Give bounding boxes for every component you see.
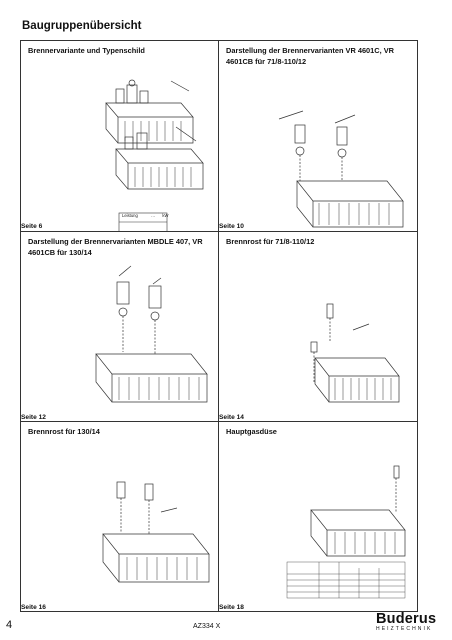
cell-title: Brennrost für 71/8-110/12: [226, 237, 315, 246]
logo-name: Buderus: [376, 611, 437, 627]
nameplate-unit: kW: [162, 213, 169, 218]
cell-title: Brennervariante und Typenschild: [28, 46, 145, 55]
cell-brennervarianten-mbdle407: Darstellung der Brennervarianten MBDLE 4…: [21, 232, 218, 422]
document-code: AZ334 X: [193, 623, 221, 630]
burner-variant-drawing: Kesselspezifikation Fan: A ... Fan: B ..…: [105, 79, 204, 231]
buderus-logo: Buderus HEIZTECHNIK: [376, 611, 446, 632]
page-number: 4: [6, 619, 13, 631]
seite-ref: Seite 12: [21, 414, 46, 421]
cell-title: Brennrost für 130/14: [28, 427, 100, 436]
cell-title: Hauptgasdüse: [226, 427, 277, 436]
cell-brennervarianten-vr4601: Darstellung der Brennervarianten VR 4601…: [219, 41, 416, 231]
burner-grate-71-110-drawing: [310, 303, 400, 403]
nameplate-leistung: Leistung … kW: [122, 213, 169, 218]
seite-ref: Seite 18: [219, 604, 244, 611]
cell-brennrost-71-110: Brennrost für 71/8-110/12 Seite 14: [219, 232, 416, 422]
logo-subtitle: HEIZTECHNIK: [376, 626, 433, 632]
burner-grate-130-drawing: [102, 481, 210, 583]
grid-divider: [21, 231, 417, 232]
cell-brennrost-130: Brennrost für 130/14 Seite 16: [21, 422, 218, 612]
grid-divider: [218, 41, 219, 611]
seite-ref: Seite 10: [219, 223, 244, 230]
seite-ref: Seite 14: [219, 414, 244, 421]
cell-hauptgasduese: Hauptgasdüse: [219, 422, 416, 612]
burner-mbdle407-drawing: [95, 265, 208, 403]
page-title: Baugruppenübersicht: [22, 20, 142, 32]
seite-ref: Seite 16: [21, 604, 46, 611]
seite-ref: Seite 6: [21, 223, 43, 230]
cell-brennervariante-typenschild: Brennervariante und Typenschild: [21, 41, 218, 231]
cell-title: Darstellung der Brennervarianten VR 4601…: [226, 46, 394, 66]
nameplate-label: Leistung: [122, 213, 138, 218]
cell-title: Darstellung der Brennervarianten MBDLE 4…: [28, 237, 203, 257]
main-gas-nozzle-drawing: [286, 465, 406, 599]
burner-vr4601-drawing: [278, 110, 404, 228]
overview-grid: Brennervariante und Typenschild: [20, 40, 418, 612]
grid-divider: [21, 421, 417, 422]
